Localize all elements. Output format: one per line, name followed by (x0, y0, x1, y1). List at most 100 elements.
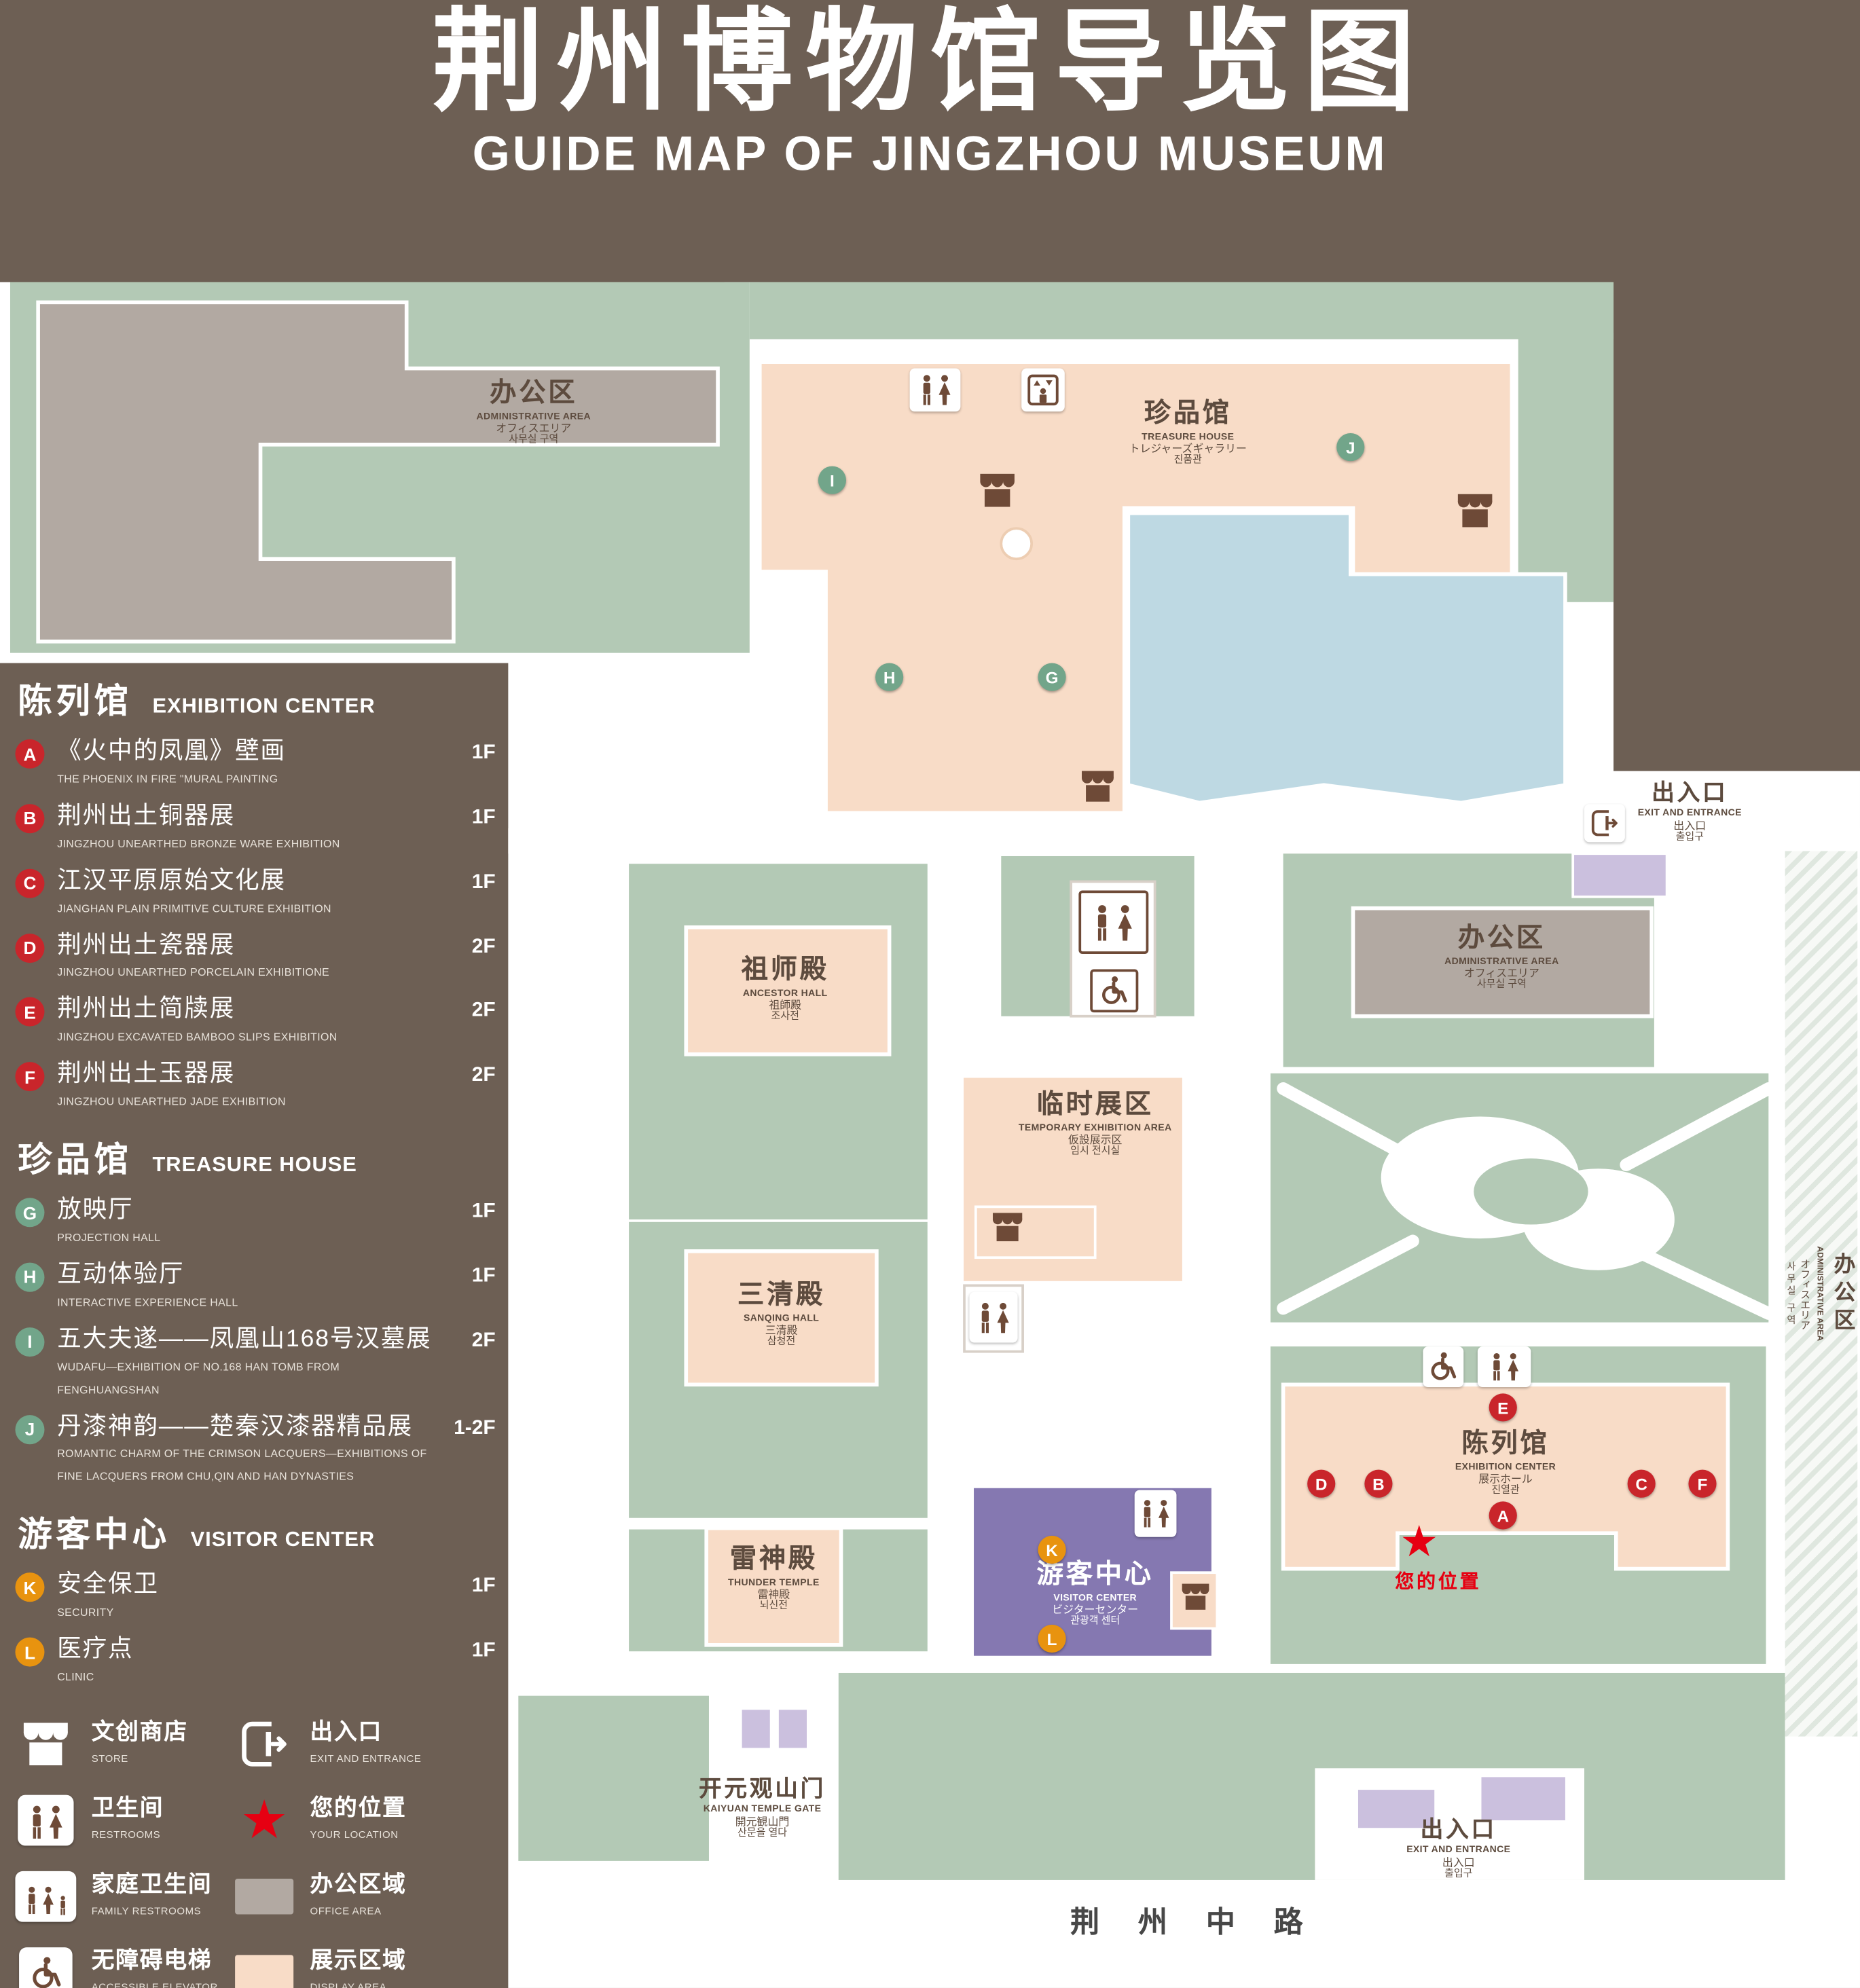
restroom-icon (1078, 890, 1149, 955)
store-icon (1080, 770, 1115, 803)
page-subtitle: GUIDE MAP OF JINGZHOU MUSEUM (472, 128, 1388, 181)
map-marker-i: I (818, 466, 847, 494)
marker-badge: I (15, 1327, 45, 1357)
map-marker-a: A (1489, 1501, 1517, 1530)
building-office-east (1351, 906, 1654, 1018)
floor-badge: 1F (471, 870, 496, 893)
restroom-icon (1134, 1490, 1177, 1537)
legend-item-a: A 《火中的凤凰》壁画 THE PHOENIX IN FIRE "MURAL P… (15, 738, 500, 789)
lawn-southwest (518, 1695, 709, 1861)
floor-badge: 1F (471, 741, 496, 764)
marker-badge: J (15, 1414, 45, 1444)
page-title: 荆州博物馆导览图 (432, 0, 1428, 125)
office-area-swatch (235, 1879, 294, 1915)
garden-island (1474, 1158, 1588, 1225)
restroom-icon (909, 368, 961, 412)
family-restroom-icon (15, 1871, 77, 1922)
museum-map: 办公区 ADMINISTRATIVE AREA オフィスエリア 사무실 구역 办… (0, 282, 1860, 1988)
marker-badge: C (15, 868, 45, 898)
legend-item-i: I 五大夫遂——凤凰山168号汉墓展 WUDAFU—EXHIBITION OF … (15, 1326, 500, 1399)
your-location-star-icon: ★ (1400, 1517, 1439, 1566)
marker-badge: A (15, 739, 45, 769)
legend-section-visitor-center: 游客中心 VISITOR CENTER (18, 1515, 376, 1554)
building-treasure-house (757, 360, 1514, 815)
marker-badge: D (15, 933, 45, 963)
legend-item-c: C 江汉平原原始文化展 JIANGHAN PLAIN PRIMITIVE CUL… (15, 867, 500, 918)
floor-badge: 1F (471, 806, 496, 828)
floor-badge: 1F (471, 1575, 496, 1598)
location-star-icon: ★ (240, 1790, 289, 1850)
floor-badge: 2F (471, 1329, 496, 1352)
building-thunder-temple (704, 1526, 843, 1647)
floor-badge: 2F (471, 1000, 496, 1022)
store-icon (1180, 1583, 1211, 1610)
east-exit-building (1571, 852, 1668, 898)
floor-badge: 2F (471, 1065, 496, 1087)
office-strip-east: 办公区 ADMINISTRATIVE AREA オフィスエリア 사무실 구역 (1785, 851, 1858, 1737)
store-icon (979, 473, 1017, 508)
road-name: 荆 州 中 路 (1070, 1905, 1319, 1938)
south-exit-building (1478, 1774, 1568, 1823)
restroom-icon (18, 1794, 74, 1846)
marker-badge: L (15, 1638, 45, 1668)
pavilion-detail (1000, 527, 1034, 561)
marker-badge: H (15, 1262, 45, 1292)
marker-badge: F (15, 1062, 45, 1092)
exit-icon (1584, 804, 1625, 843)
accessible-restroom-icon (1090, 969, 1139, 1013)
grounds-connector (508, 650, 763, 854)
building-office-northwest (36, 300, 720, 644)
kaiyuan-gate-pillar (776, 1707, 809, 1751)
floor-badge: 1F (471, 1200, 496, 1222)
legend-item-e: E 荆州出土简牍展 JINGZHOU EXCAVATED BAMBOO SLIP… (15, 996, 500, 1047)
legend-section-treasure-house: 珍品馆 TREASURE HOUSE (18, 1141, 357, 1179)
lawn-northeast (1518, 333, 1614, 602)
lawn-north-strip (749, 282, 1614, 339)
legend-item-f: F 荆州出土玉器展 JINGZHOU UNEARTHED JADE EXHIBI… (15, 1061, 500, 1112)
marker-badge: E (15, 997, 45, 1027)
legend-item-g: G 放映厅 PROJECTION HALL 1F (15, 1197, 500, 1248)
store-icon (15, 1718, 76, 1771)
kaiyuan-gate-pillar (739, 1707, 773, 1751)
store-icon (1456, 493, 1494, 528)
floor-badge: 1-2F (454, 1417, 496, 1439)
map-marker-l: L (1038, 1624, 1066, 1653)
map-base-shapes (0, 282, 1860, 1988)
floor-badge: 1F (471, 1640, 496, 1662)
legend-section-exhibition-center: 陈列馆 EXHIBITION CENTER (18, 682, 376, 720)
legend-item-j: J 丹漆神韵——楚秦汉漆器精品展 ROMANTIC CHARM OF THE C… (15, 1414, 500, 1487)
legend-item-b: B 荆州出土铜器展 JINGZHOU UNEARTHED BRONZE WARE… (15, 803, 500, 853)
floor-badge: 2F (471, 935, 496, 957)
map-marker-e: E (1489, 1393, 1517, 1422)
legend-item-l: L 医疗点 CLINIC 1F (15, 1636, 500, 1687)
lawn-south (838, 1672, 1785, 1880)
marker-badge: G (15, 1198, 45, 1228)
map-marker-f: F (1688, 1469, 1717, 1498)
store-icon (991, 1212, 1024, 1242)
map-marker-d: D (1307, 1469, 1336, 1498)
map-marker-k: K (1038, 1535, 1066, 1564)
restroom-icon (1477, 1346, 1531, 1388)
south-exit-building (1355, 1787, 1437, 1830)
map-marker-b: B (1364, 1469, 1393, 1498)
label-office-far-east: 办公区 ADMINISTRATIVE AREA オフィスエリア 사무실 구역 (1785, 1246, 1855, 1342)
map-marker-c: C (1627, 1469, 1656, 1498)
map-marker-g: G (1038, 663, 1066, 691)
your-location-label: 您的位置 (1395, 1571, 1482, 1594)
display-area-swatch (235, 1955, 294, 1988)
